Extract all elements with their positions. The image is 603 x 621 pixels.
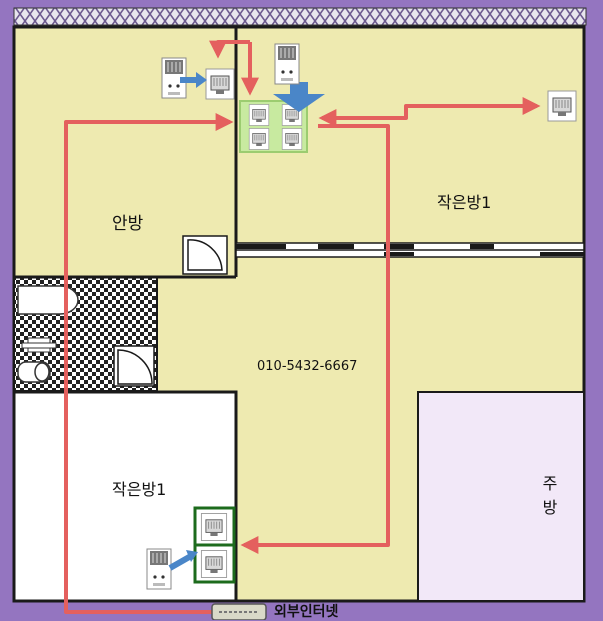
bathtub-icon — [17, 285, 79, 315]
lan-jack-icon — [547, 90, 577, 122]
room-label-small-room-bottom: 작은방1 — [112, 480, 167, 499]
toilet-icon — [17, 361, 51, 383]
wall-socket-icon — [146, 548, 172, 590]
room-label-master-bedroom: 안방 — [112, 214, 144, 234]
room-label-small-room-top: 작은방1 — [437, 193, 492, 212]
router-icon — [211, 603, 267, 620]
lan-jack-icon — [193, 506, 236, 584]
phone-number-label: 010-5432-6667 — [257, 359, 358, 374]
door-swing-icon — [182, 235, 228, 275]
wall-socket-icon — [274, 43, 300, 85]
room-label-kitchen: 주방 — [542, 474, 558, 517]
window-wall — [235, 242, 585, 258]
external-internet-label: 외부인터넷 — [274, 604, 339, 620]
direction-arrow-icon — [273, 82, 325, 112]
sink-icon — [21, 337, 57, 353]
door-swing-icon — [113, 345, 155, 387]
lan-jack-icon — [205, 68, 235, 100]
